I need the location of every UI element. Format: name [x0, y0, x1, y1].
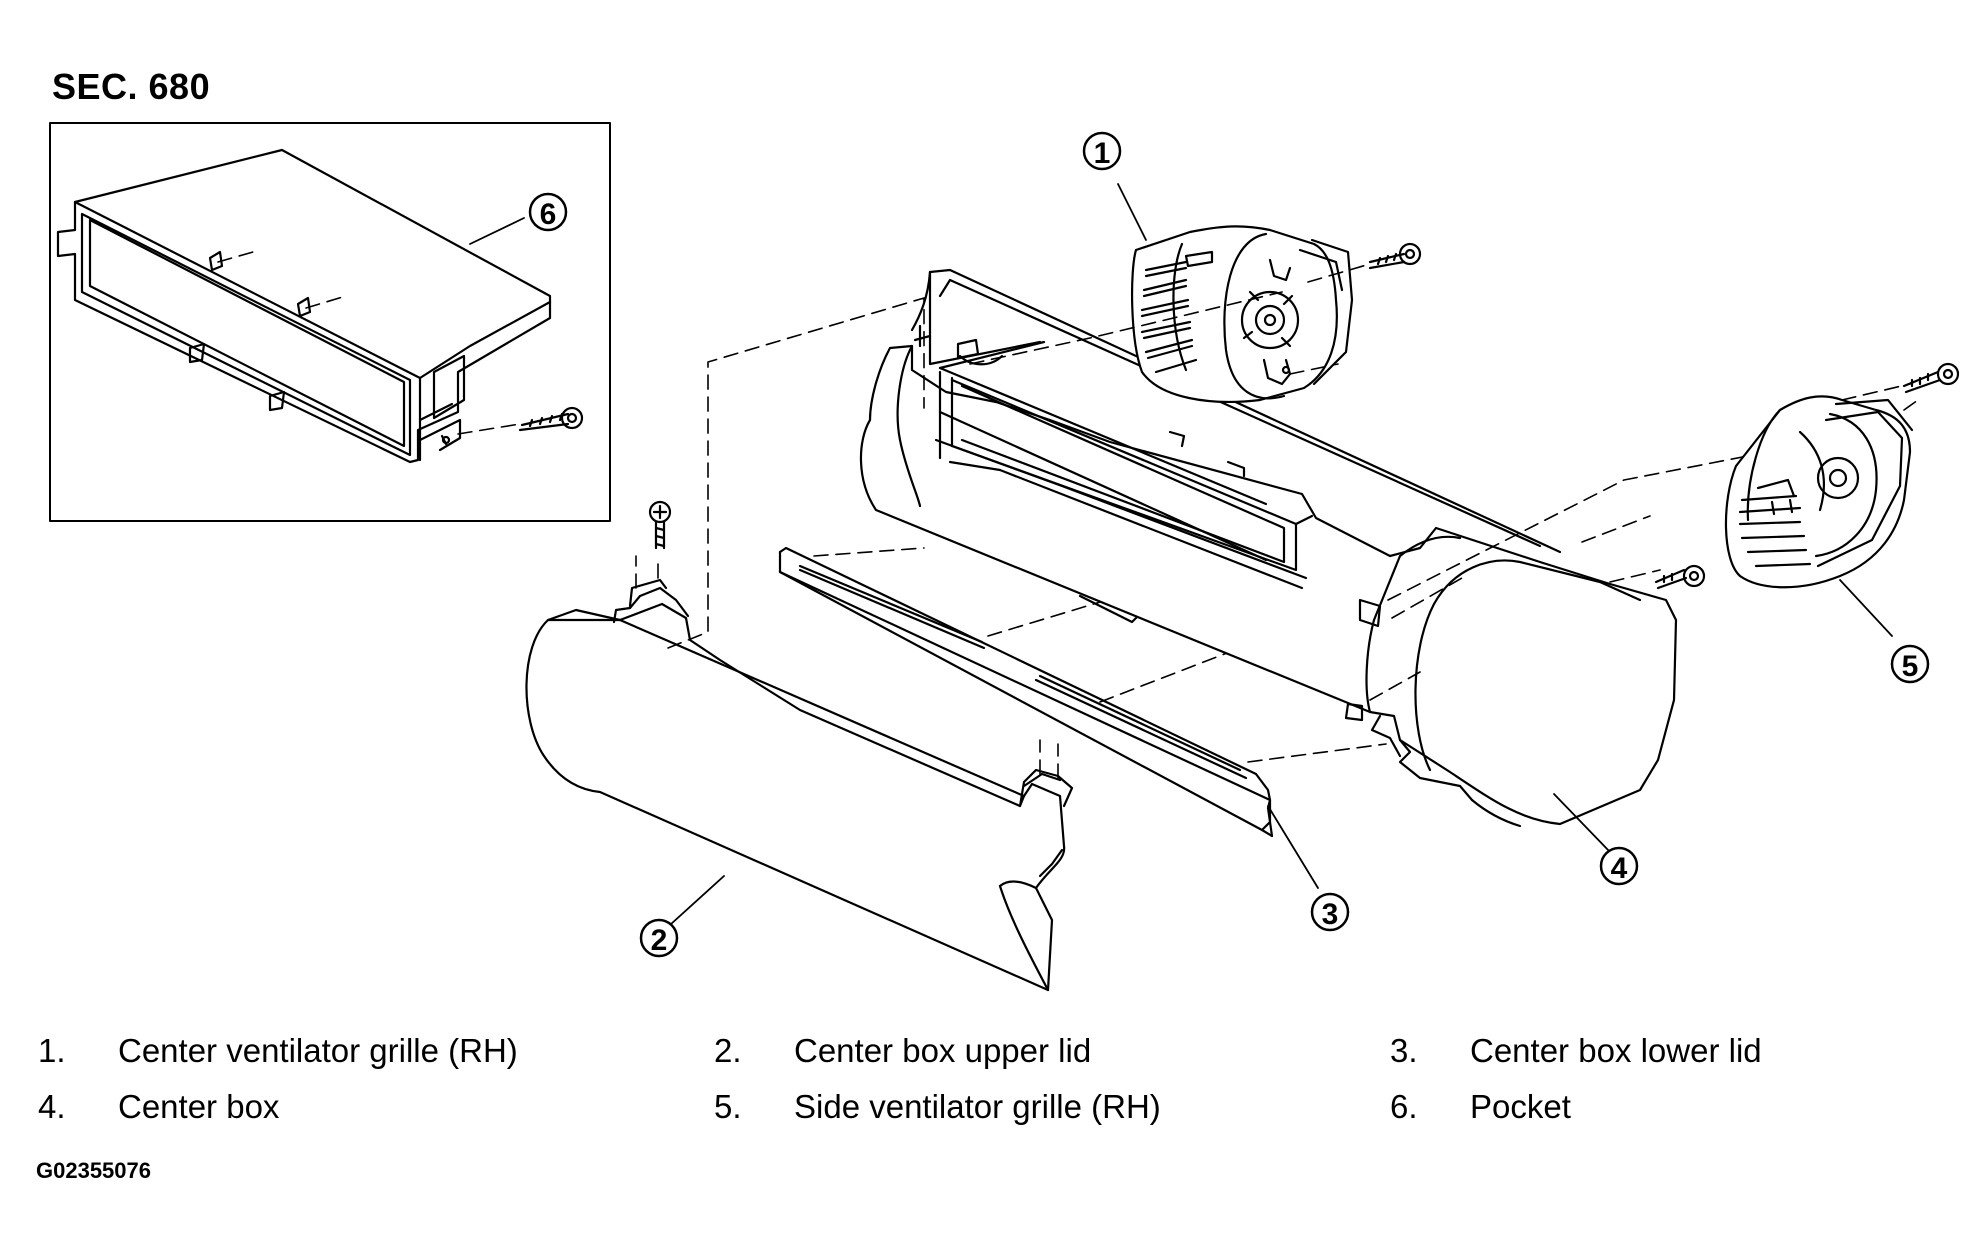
legend-number: 4. — [38, 1088, 66, 1125]
center-box-lower-lid — [778, 546, 1274, 838]
legend-number: 3. — [1390, 1032, 1418, 1069]
callout-5: 5 — [1890, 644, 1930, 684]
upper-lid-screw — [648, 500, 672, 550]
legend-number: 6. — [1390, 1088, 1418, 1125]
callout-1: 1 — [1082, 131, 1122, 171]
center-box-upper-lid — [525, 578, 1074, 992]
legend-label: Center box lower lid — [1470, 1032, 1762, 1069]
svg-text:4: 4 — [1611, 852, 1628, 885]
side-ventilator-grille — [1724, 395, 1914, 589]
svg-text:1: 1 — [1094, 137, 1111, 170]
legend-number: 2. — [714, 1032, 742, 1069]
svg-text:5: 5 — [1902, 650, 1919, 683]
screw-1 — [1368, 242, 1422, 270]
legend-label: Pocket — [1470, 1088, 1571, 1125]
inset-screw — [518, 406, 584, 432]
legend-label: Side ventilator grille (RH) — [794, 1088, 1161, 1125]
callout-4: 4 — [1599, 846, 1639, 886]
callout-6: 6 — [528, 192, 568, 232]
callout-2: 2 — [639, 918, 679, 958]
pocket-part — [56, 148, 552, 464]
svg-text:2: 2 — [651, 924, 668, 957]
screw-5 — [1902, 362, 1960, 394]
inset-frame — [49, 122, 611, 522]
center-ventilator-grille — [1130, 225, 1354, 403]
parts-legend: 1. Center ventilator grille (RH) 2. Cent… — [38, 1032, 1938, 1144]
figure-code: G02355076 — [36, 1158, 151, 1183]
callout-3: 3 — [1310, 892, 1350, 932]
screw-4 — [1654, 564, 1706, 590]
legend-row: 4. Center box 5. Side ventilator grille … — [38, 1088, 1938, 1144]
section-title: SEC. 680 — [52, 66, 211, 107]
svg-text:3: 3 — [1322, 898, 1339, 931]
legend-label: Center box — [118, 1088, 280, 1125]
legend-label: Center ventilator grille (RH) — [118, 1032, 518, 1069]
legend-label: Center box upper lid — [794, 1032, 1092, 1069]
center-box — [859, 268, 1678, 828]
legend-number: 1. — [38, 1032, 66, 1069]
legend-row: 1. Center ventilator grille (RH) 2. Cent… — [38, 1032, 1938, 1088]
legend-number: 5. — [714, 1088, 742, 1125]
svg-text:6: 6 — [540, 198, 557, 231]
